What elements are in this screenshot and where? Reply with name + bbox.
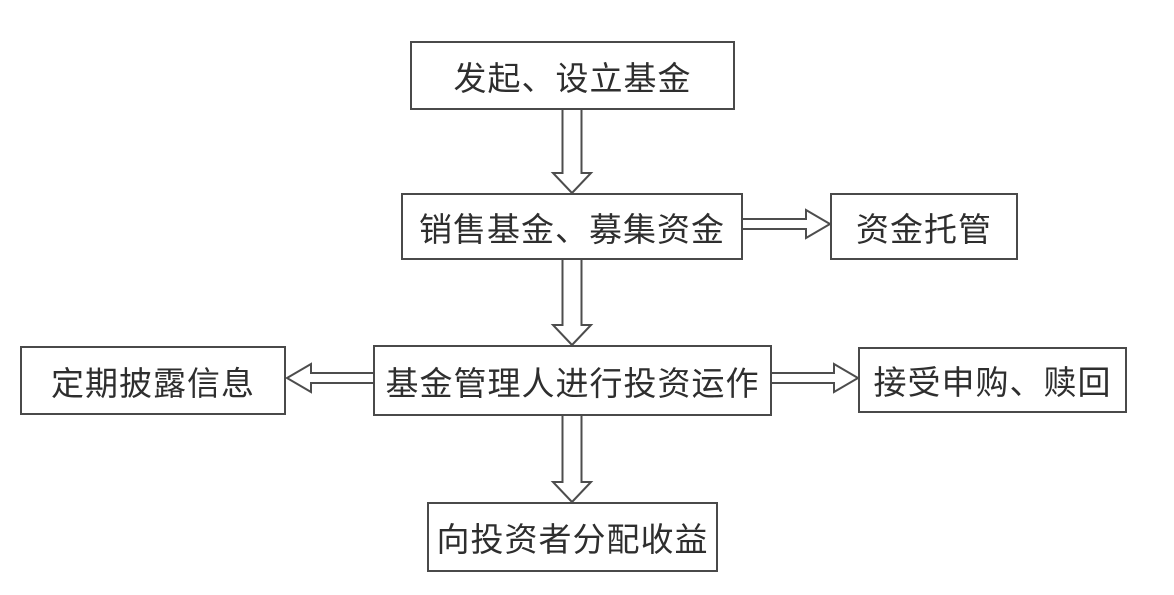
arrow-sell-to-manager-icon	[550, 260, 594, 347]
node-initiate-fund: 发起、设立基金	[410, 41, 735, 110]
node-sell-fund-raise-capital: 销售基金、募集资金	[401, 193, 743, 260]
arrow-manager-to-distribute-icon	[550, 416, 594, 504]
node-initiate-fund-label: 发起、设立基金	[453, 61, 692, 98]
node-fund-custody-label: 资金托管	[856, 212, 992, 249]
node-distribute-income: 向投资者分配收益	[427, 502, 718, 572]
arrow-initiate-to-sell-icon	[550, 110, 594, 195]
node-periodic-disclosure: 定期披露信息	[20, 346, 286, 415]
node-accept-subscription-redemption: 接受申购、赎回	[858, 347, 1127, 413]
arrow-manager-to-disclose-icon	[285, 362, 373, 394]
node-manager-investment-operation-label: 基金管理人进行投资运作	[385, 366, 760, 403]
arrow-sell-to-custody-icon	[743, 208, 832, 240]
node-distribute-income-label: 向投资者分配收益	[436, 523, 709, 559]
node-manager-investment-operation: 基金管理人进行投资运作	[373, 345, 772, 416]
node-periodic-disclosure-label: 定期披露信息	[51, 366, 255, 403]
node-accept-subscription-redemption-label: 接受申购、赎回	[873, 366, 1112, 402]
node-fund-custody: 资金托管	[830, 193, 1018, 260]
arrow-manager-to-subscribe-icon	[772, 362, 860, 394]
node-sell-fund-raise-capital-label: 销售基金、募集资金	[419, 212, 725, 249]
